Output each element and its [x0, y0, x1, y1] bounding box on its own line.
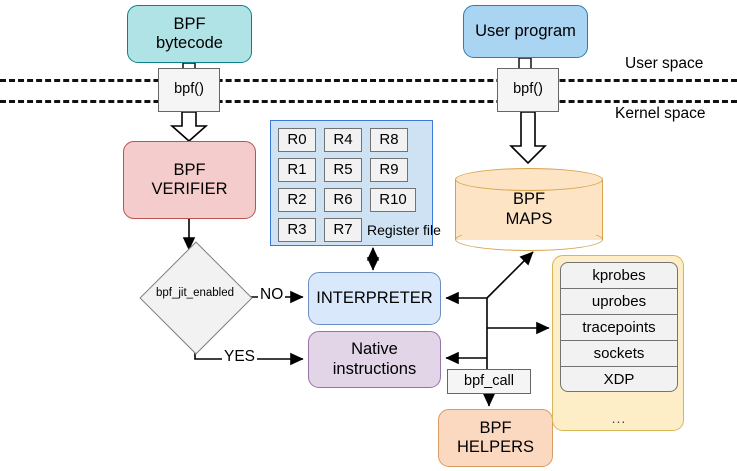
- bpf-helpers-line2: HELPERS: [456, 438, 535, 456]
- bpf-syscall-left-node: bpf(): [158, 68, 220, 112]
- bpf-helpers-label: BPF HELPERS: [457, 419, 534, 458]
- bpf-maps-line1: BPF: [512, 190, 546, 208]
- edge-label-yes: YES: [222, 348, 258, 366]
- register-file-node: R0 R4 R8 R1 R5 R9 R2 R6 R10 R3 R7 Regist…: [270, 120, 441, 246]
- interpreter-node: INTERPRETER: [308, 272, 441, 325]
- bpf-bytecode-line2: bytecode: [156, 34, 223, 52]
- bpf-verifier-label: BPF VERIFIER: [151, 161, 227, 200]
- event-sources-list: kprobes uprobes tracepoints sockets XDP: [560, 262, 678, 392]
- user-kernel-divider-bottom: [0, 100, 737, 103]
- user-space-label: User space: [625, 55, 704, 72]
- bpf-syscall-right-node: bpf(): [497, 68, 559, 112]
- register-r5: R5: [324, 158, 362, 182]
- bpf-helpers-line1: BPF: [479, 418, 512, 437]
- bpf-syscall-left-label: bpf(): [174, 81, 204, 98]
- register-r8: R8: [370, 128, 408, 152]
- event-item-tracepoints: tracepoints: [560, 314, 678, 340]
- edge-label-no: NO: [258, 286, 286, 304]
- register-r1: R1: [278, 158, 316, 182]
- native-instructions-line2: instructions: [332, 359, 417, 378]
- register-r0: R0: [278, 128, 316, 152]
- register-grid: R0 R4 R8 R1 R5 R9 R2 R6 R10 R3 R7: [278, 128, 430, 244]
- bpf-maps-node: BPF MAPS: [455, 168, 603, 251]
- event-item-uprobes: uprobes: [560, 288, 678, 314]
- register-r7: R7: [324, 218, 362, 242]
- interpreter-label: INTERPRETER: [316, 288, 433, 307]
- user-program-label: User program: [475, 21, 576, 40]
- register-r10: R10: [370, 188, 416, 212]
- bpf-verifier-line2: VERIFIER: [151, 180, 228, 198]
- register-file-caption: Register file: [367, 222, 441, 238]
- register-r6: R6: [324, 188, 362, 212]
- bpf-bytecode-label: BPF bytecode: [156, 15, 223, 54]
- bpf-maps-cylinder-top: [455, 168, 603, 191]
- user-kernel-divider-top: [0, 79, 737, 82]
- bpf-maps-cylinder-bottom: [455, 228, 603, 251]
- jit-decision-node: bpf_jit_enabled: [139, 241, 253, 355]
- native-instructions-node: Native instructions: [308, 331, 441, 388]
- bpf-call-label: bpf_call: [464, 372, 514, 389]
- bpf-maps-line2: MAPS: [505, 209, 553, 228]
- bpf-helpers-node: BPF HELPERS: [438, 409, 553, 467]
- event-sources-node: kprobes uprobes tracepoints sockets XDP …: [552, 255, 684, 431]
- event-item-sockets: sockets: [560, 340, 678, 366]
- register-r2: R2: [278, 188, 316, 212]
- bpf-call-node: bpf_call: [447, 369, 531, 394]
- event-sources-more: ...: [611, 410, 627, 426]
- user-program-node: User program: [463, 5, 588, 58]
- jit-decision-label: bpf_jit_enabled: [155, 287, 234, 299]
- bpf-verifier-node: BPF VERIFIER: [123, 141, 256, 219]
- event-item-xdp: XDP: [560, 366, 678, 392]
- register-r9: R9: [370, 158, 408, 182]
- register-r3: R3: [278, 218, 316, 242]
- native-instructions-line1: Native: [351, 340, 398, 359]
- bpf-maps-label: BPF MAPS: [455, 190, 603, 230]
- kernel-space-label: Kernel space: [615, 105, 706, 122]
- bpf-verifier-line1: BPF: [173, 160, 206, 179]
- bpf-bytecode-line1: BPF: [173, 14, 206, 33]
- bpf-bytecode-node: BPF bytecode: [127, 5, 252, 63]
- native-instructions-label: Native instructions: [333, 340, 416, 379]
- register-r4: R4: [324, 128, 362, 152]
- event-item-kprobes: kprobes: [560, 262, 678, 288]
- bpf-syscall-right-label: bpf(): [513, 81, 543, 98]
